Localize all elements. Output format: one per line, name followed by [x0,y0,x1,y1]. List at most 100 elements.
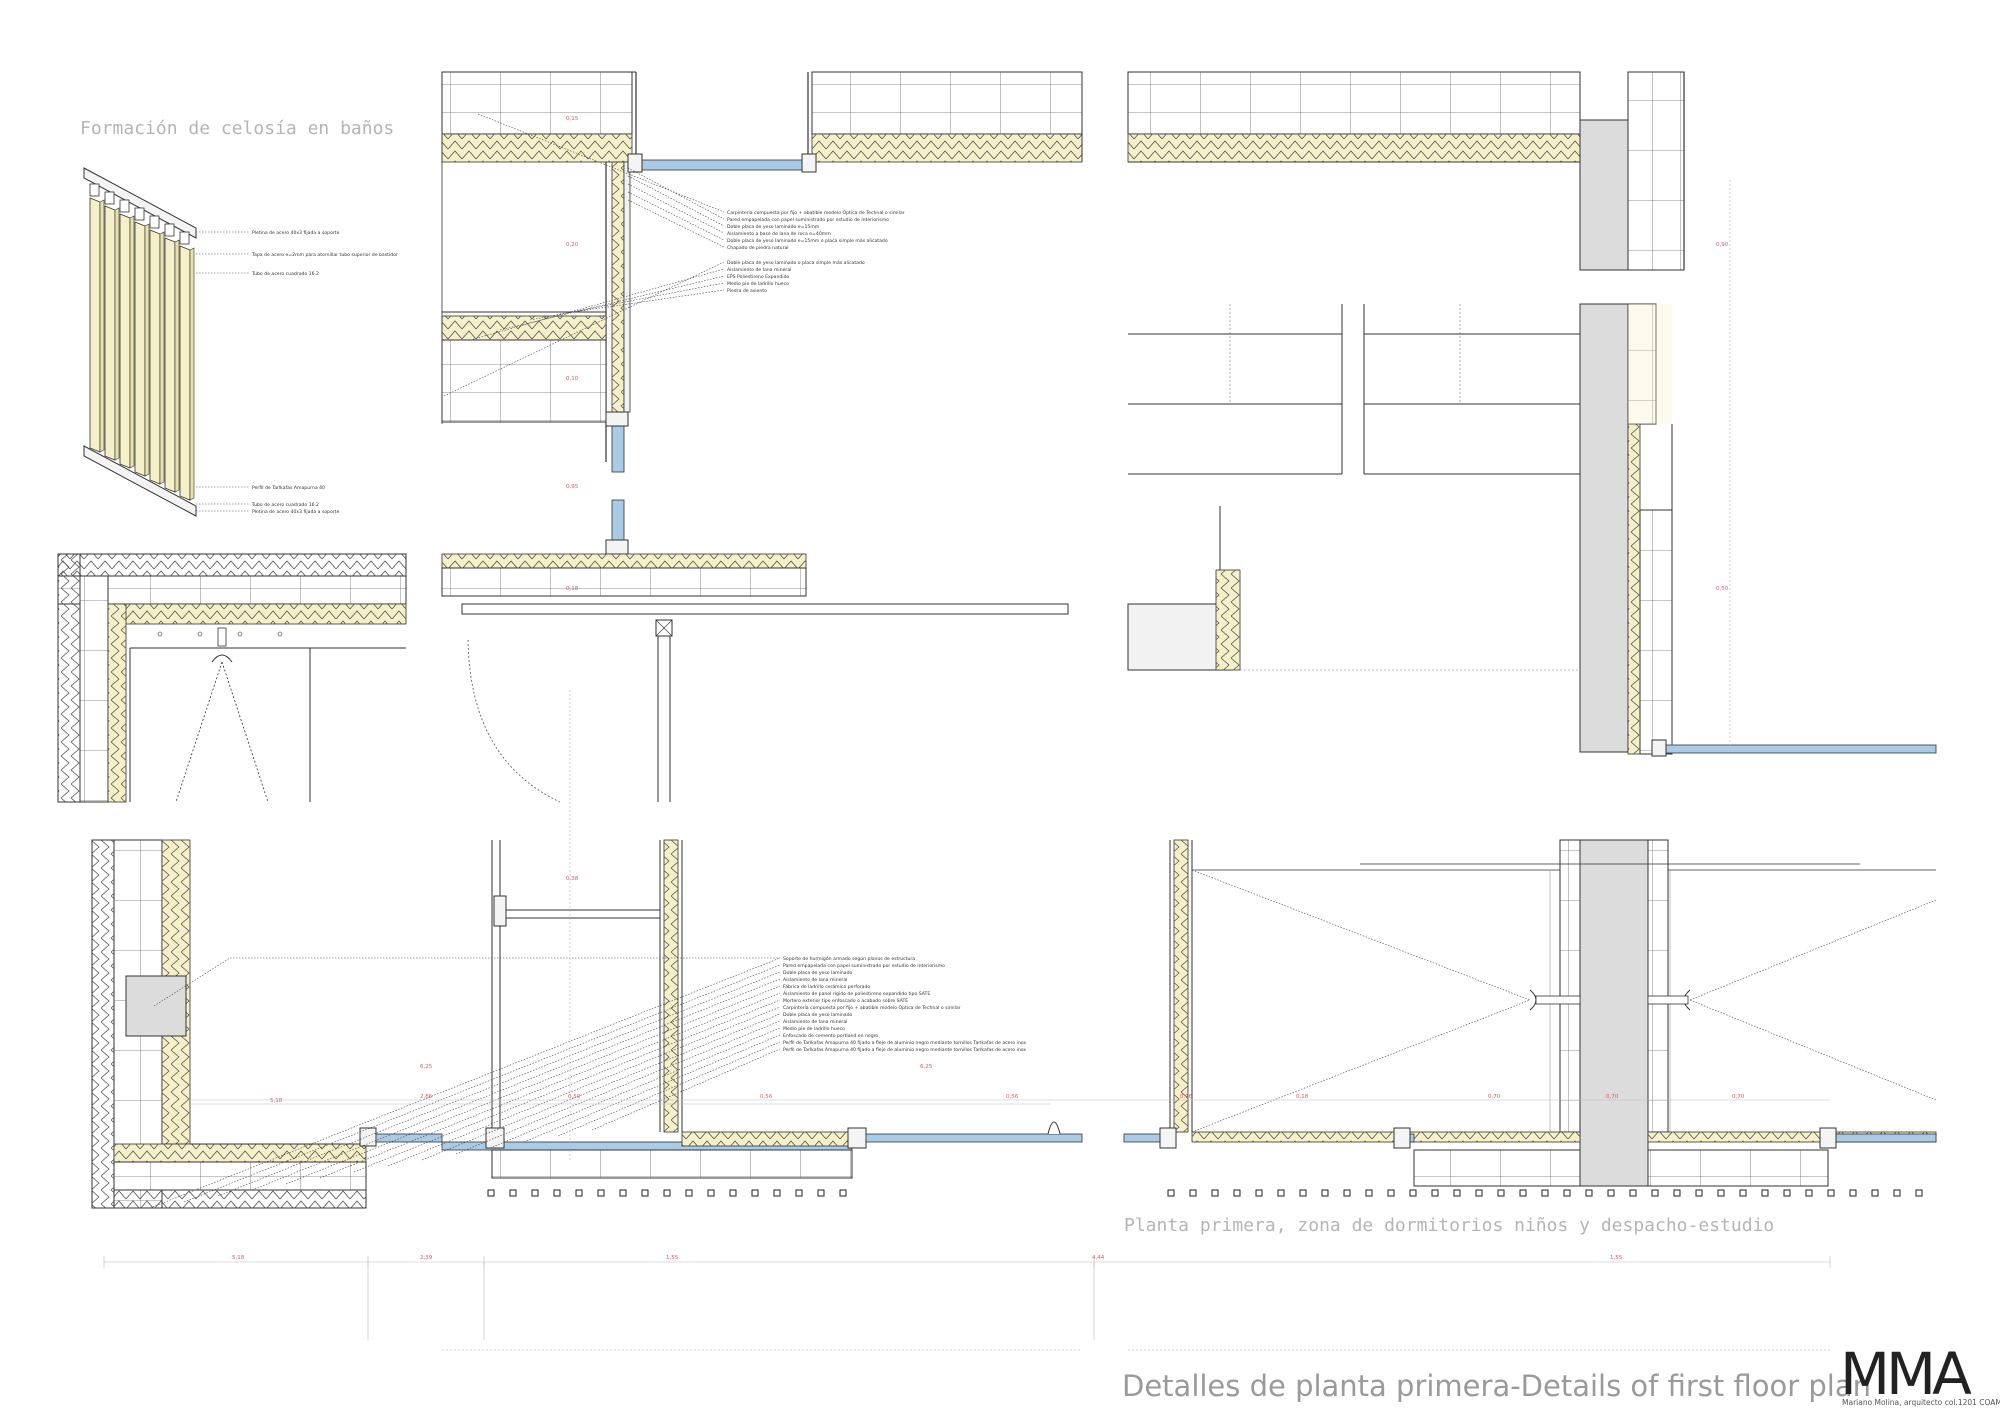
lattice-slat-side [114,207,120,461]
paving-tile [1607,1189,1615,1197]
paving-tile [1453,1189,1461,1197]
lattice-cap [89,183,100,197]
detail-note: Carpintería compuesta por fijo + abatibl… [783,1004,961,1011]
paving-tile [773,1189,781,1197]
paving-tile [751,1189,759,1197]
paving-tile [1409,1189,1417,1197]
note-leader [489,1027,781,1149]
paving-tile [1739,1189,1747,1197]
detail-note: Doble placa de yeso laminado [783,970,853,976]
dimension-label: 5,18 [232,1255,245,1261]
paving-tile [1629,1189,1637,1197]
logo-mark: MMA [1840,1340,1972,1408]
paving-tile [1343,1189,1351,1197]
detail-note: Doble placa de yeso laminado e=15mm [727,224,820,230]
dimension-label: 0,56 [1006,1094,1019,1100]
paving-tile [1365,1189,1373,1197]
paving-tile [795,1189,803,1197]
dimension-label: 6,25 [420,1064,433,1070]
lower-notes: Soporte de hormigón armado según planos … [149,955,1026,1209]
paving-tile [1717,1189,1725,1197]
paving-tile [597,1189,605,1197]
paving-tile [1783,1189,1791,1197]
paving-tile [839,1189,847,1197]
note-leader [149,957,781,1209]
detail-note: Soporte de hormigón armado según planos … [783,955,915,962]
paving-tile [663,1189,671,1197]
paving-tile [619,1189,627,1197]
lattice-slat-side [99,199,105,453]
paving-tile [707,1189,715,1197]
dimension-label: 0,20 [566,242,579,248]
lattice-note: Tubo de acero cuadrado 16.2 [251,271,319,277]
upper-notes-a: Carpintería compuesta por fijo + abatibl… [477,113,905,251]
paving-tile [685,1189,693,1197]
lattice-cap [164,223,175,237]
paving-tile [509,1189,517,1197]
lattice-slat-side [174,239,180,493]
lattice-cap [134,207,145,221]
paving-tile [1585,1189,1593,1197]
note-leader [217,971,781,1197]
dimension-label: 0,70 [1488,1094,1501,1100]
paving-tile [817,1189,825,1197]
dimension-label: 1,55 [666,1255,679,1261]
paving-tile [1915,1189,1923,1197]
paving-tile [1299,1189,1307,1197]
dimension-label: 0,18 [566,586,579,592]
lattice-slat [149,229,161,485]
detail-note: Aislamiento de lana mineral [783,977,847,983]
lattice-note: Tubo de acero cuadrado 16.2 [251,502,319,508]
dimension-label: 0,95 [566,484,579,490]
detail-note: Mortero exterior tipo enfoscado o acabad… [783,998,908,1004]
lower-left-detail [91,839,443,1209]
paving-tile [1497,1189,1505,1197]
logo-caption: Mariano Molina, arquitecto col.1201 COAM… [1842,1398,2000,1407]
lattice-slat-side [144,223,150,477]
detail-note: Fábrica de ladrillo cerámico perforado [783,983,870,990]
paving-tile [1167,1189,1175,1197]
paving-tile [729,1189,737,1197]
plan-zone-title: Planta primera, zona de dormitorios niño… [1124,1215,1774,1236]
note-leader [591,1048,781,1131]
detail-note: Medio pie de ladrillo hueco [783,1026,845,1032]
paving-tile [1431,1189,1439,1197]
note-leader [455,1020,781,1155]
detail-note: Doble placa de yeso laminado [783,1012,853,1018]
lattice-slat [179,245,191,501]
dimension-label: 1,55 [1610,1255,1623,1261]
dimension-label: 2,39 [420,1255,433,1261]
dimension-label: 4,44 [1092,1255,1105,1261]
paving-tile [1893,1189,1901,1197]
detail-note: Pared empapelada con papel suministrado … [727,217,889,223]
paving-tile [1387,1189,1395,1197]
lattice-slat [164,237,176,493]
detail-note: Carpintería compuesta por fijo + abatibl… [727,209,905,216]
detail-note: Perfil de Tarlkafas Amapurna 40 fijado a… [783,1047,1026,1053]
paving-tile [1519,1189,1527,1197]
detail-note: Aislamiento de lana mineral [727,267,791,273]
note-leader [523,1034,781,1143]
lattice-axonometric [83,167,197,517]
lattice-note: Pletina de acero 40x3 fijada a soporte [252,509,340,515]
detail-note: Piedra de asiento [727,288,767,294]
detail-note: Doble placa de yeso laminado e=15mm o pl… [727,237,888,244]
detail-note: Aislamiento a base de lana de roca e=40m… [727,231,831,237]
lattice-cap [149,215,160,229]
paving-tile [1563,1189,1571,1197]
paving-tile [1651,1189,1659,1197]
paving-tile [553,1189,561,1197]
bedroom-wall-detail [1127,71,1937,757]
dimension-label: 0,50 [568,1094,581,1100]
paving-tile [1255,1189,1263,1197]
note-leader [183,964,781,1203]
lower-right-detail [1123,839,1937,1197]
upper-notes-b: Doble placa de yeso laminado o placa sim… [443,259,865,397]
paving-tile [1871,1189,1879,1197]
lattice-note: Tapa de acero e=2mm para atornillar tubo… [251,252,398,258]
paving-tile [575,1189,583,1197]
lattice-cap [179,231,190,245]
dimension-label: 0,56 [760,1094,773,1100]
paving-tile [1849,1189,1857,1197]
paving-tile [1277,1189,1285,1197]
